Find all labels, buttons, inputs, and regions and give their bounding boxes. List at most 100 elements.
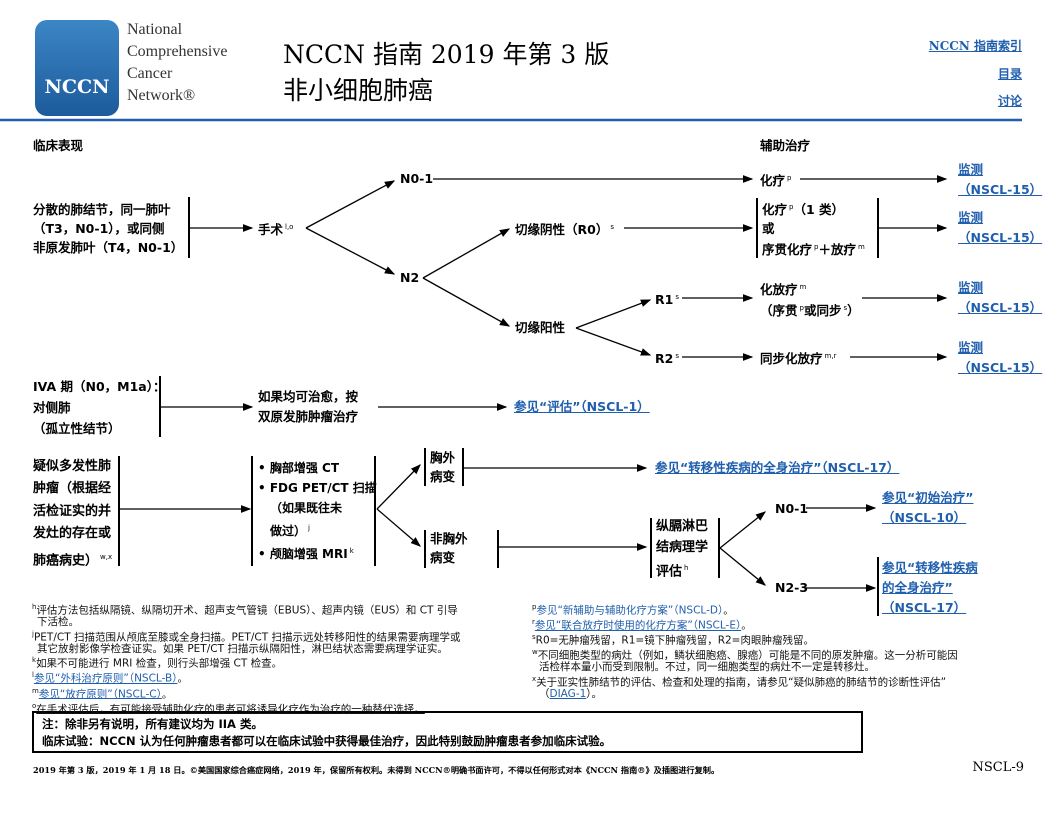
presentation-separate-nodules: 分散的肺结节，同一肺叶 （T3，N0-1），或同侧 非原发肺叶（T4，N0-1） (33, 200, 183, 257)
org-line: National (127, 21, 183, 38)
surveillance-link[interactable]: 监测 （NSCL-15） (958, 278, 1042, 318)
logo-text: NCCN (44, 76, 110, 98)
clinical-trials-text: 临床试验：NCCN 认为任何肿瘤患者都可以在临床试验中获得最佳治疗，因此特别鼓励… (42, 734, 612, 748)
note-text: 注：除非另有说明，所有建议均为 IIA 类。 (42, 717, 263, 731)
see-metastatic-systemic-link[interactable]: 参见“转移性疾病 的全身治疗” （NSCL-17） (882, 558, 978, 618)
footnote-j: jPET/CT 扫描范围从颅底至膝或全身扫描。PET/CT 扫描示远处转移阳性的… (32, 629, 461, 644)
footnote-k: k如果不可能进行 MRI 检查，则行头部增强 CT 检查。 (32, 656, 283, 670)
punct: 。 (161, 688, 173, 701)
punct: （ (539, 688, 550, 701)
label: R2 (655, 351, 674, 367)
toc-link[interactable]: 目录 (997, 67, 1022, 81)
link-text[interactable]: 监测 (958, 340, 984, 355)
link-text[interactable]: 的全身治疗” (882, 580, 953, 595)
link-ref[interactable]: （NSCL-17） (882, 600, 967, 615)
see-evaluation-link[interactable]: 参见“评估”（NSCL-1） (514, 399, 650, 414)
footnote-l: l参见“外科治疗原则”（NSCL-B）。 (32, 671, 188, 685)
label: 肺癌病史） (33, 552, 99, 568)
guideline-index-link[interactable]: NCCN 指南索引 (928, 39, 1022, 53)
label: 或同步 (803, 303, 842, 319)
org-name: National Comprehensive Cancer Network® (127, 19, 227, 107)
diag-link[interactable]: DIAG-1 (549, 688, 587, 701)
text-line: 分散的肺结节，同一肺叶 (33, 202, 171, 217)
punct: 。 (741, 619, 752, 632)
discussion-link[interactable]: 讨论 (997, 94, 1022, 108)
org-line: Network® (127, 87, 196, 104)
link-ref[interactable]: （NSCL-10） (882, 510, 967, 525)
note-box: 注：除非另有说明，所有建议均为 IIA 类。 临床试验：NCCN 认为任何肿瘤患… (42, 716, 611, 750)
footnote-ref: p (789, 203, 794, 211)
footnote-ref: s (675, 293, 679, 301)
footnote-ref: w,x (100, 552, 113, 561)
link-ref[interactable]: （NSCL-15） (958, 360, 1043, 375)
radiation-principles-link[interactable]: 参见“放疗原则”（NSCL-C） (38, 688, 162, 701)
footnote-ref: m (857, 243, 865, 252)
text-line: 胸外 (430, 450, 456, 465)
footnote-x: x关于亚实性肺结节的评估、检查和处理的指南，请参见“疑似肺癌的肺结节的诊断性评估… (532, 674, 947, 689)
footnote-text: 下活检。 (37, 616, 79, 629)
surveillance-link[interactable]: 监测 （NSCL-15） (958, 160, 1042, 200)
label: R1 (655, 292, 674, 308)
link-text[interactable]: 参见“初始治疗” (882, 490, 974, 505)
text-line: 肿瘤（根据经 (33, 481, 112, 497)
workup-list: • 胸部增强 CT • FDG PET/CT 扫描 （如果既往未 做过）j • … (258, 458, 377, 564)
footnote-text: 关于亚实性肺结节的评估、检查和处理的指南，请参见“疑似肺癌的肺结节的诊断性评估” (536, 676, 947, 689)
label: 同步化放疗 (760, 351, 823, 367)
margin-positive-node: 切缘阳性 (515, 320, 566, 335)
footnote-ref: p (814, 243, 819, 252)
see-metastatic-link[interactable]: 参见“转移性疾病的全身治疗”（NSCL-17） (655, 460, 900, 475)
link-ref[interactable]: （NSCL-15） (958, 182, 1043, 197)
footnote-ref: p (799, 304, 804, 313)
surgery-principles-link[interactable]: 参见“外科治疗原则”（NSCL-B） (33, 672, 178, 685)
punct: 。 (177, 672, 188, 685)
list-item: • 胸部增强 CT (258, 461, 340, 475)
link-ref[interactable]: （NSCL-15） (958, 230, 1043, 245)
org-line: Cancer (127, 65, 173, 82)
text-line: 如果均可治愈，按 (258, 389, 359, 404)
footnote-p: p参见“新辅助与辅助化疗方案”（NSCL-D）。 (532, 603, 734, 617)
link-text[interactable]: 监测 (958, 210, 984, 225)
dual-primary-treatment: 如果均可治愈，按 双原发肺肿瘤治疗 (258, 387, 358, 427)
link-text[interactable]: 参见“转移性疾病 (882, 560, 978, 575)
col-header-adjuvant: 辅助治疗 (760, 138, 811, 153)
see-initial-treatment-link[interactable]: 参见“初始治疗” （NSCL-10） (882, 488, 973, 528)
link-text[interactable]: 监测 (958, 162, 984, 177)
label: 评估 (656, 564, 683, 580)
text-line: （孤立性结节） (33, 421, 121, 436)
footnote-w: w不同细胞类型的病灶（例如，鳞状细胞癌、腺癌）可能是不同的原发肿瘤。这一分析可能… (532, 648, 958, 662)
footnote-text: 不同细胞类型的病灶（例如，鳞状细胞癌、腺癌）可能是不同的原发肿瘤。这一分析可能因 (537, 649, 958, 662)
footnote-ref: l,o (285, 223, 294, 231)
link-text[interactable]: 监测 (958, 280, 984, 295)
footnote-text: 其它放射影像学检查证实。如果 PET/CT 扫描示纵隔阳性，淋巴结状态需要病理学… (37, 642, 448, 655)
text-line: 发灶的存在或 (33, 526, 112, 542)
footnote-text: PET/CT 扫描范围从颅底至膝或全身扫描。PET/CT 扫描示远处转移阳性的结… (33, 631, 461, 644)
label: 手术 (258, 222, 284, 238)
page-title: 非小细胞肺癌 (283, 76, 434, 105)
text-line: IVA 期（N0，M1a）： (33, 379, 166, 394)
nccn-logo: NCCN (35, 20, 119, 116)
footnote-h: h评估方法包括纵隔镜、纵隔切开术、超声支气管镜（EBUS）、超声内镜（EUS）和… (32, 603, 458, 617)
footnote-r: r参见“联合放疗时使用的化疗方案”（NSCL-E）。 (532, 618, 752, 632)
text-line: 肺癌病史）w,x (33, 546, 112, 573)
footnotes-left: h评估方法包括纵隔镜、纵隔切开术、超声支气管镜（EBUS）、超声内镜（EUS）和… (30, 602, 460, 716)
text-line: 双原发肺肿瘤治疗 (258, 409, 359, 424)
presentation-multiple-tumors: 疑似多发性肺 肿瘤（根据经 活检证实的并 发灶的存在或 肺癌病史）w,x (33, 456, 112, 572)
surveillance-link[interactable]: 监测 （NSCL-15） (958, 338, 1042, 378)
footnote-text: （DIAG-1）。 (530, 688, 958, 701)
surveillance-link[interactable]: 监测 （NSCL-15） (958, 208, 1042, 248)
footnote-text: 在手术评估后，有可能接受辅助化疗的患者可将诱导化疗作为治疗的一种替代选择。 (36, 703, 425, 716)
text-line: 非胸外 (430, 531, 468, 546)
link-ref[interactable]: （NSCL-15） (958, 300, 1043, 315)
chemoradiation-regimens-link[interactable]: 参见“联合放疗时使用的化疗方案”（NSCL-E） (534, 619, 742, 632)
label: （1 类） (793, 202, 845, 218)
text-line: 非原发肺叶（T4，N0-1） (33, 240, 184, 255)
chemo-regimens-link[interactable]: 参见“新辅助与辅助化疗方案”（NSCL-D） (536, 604, 724, 617)
